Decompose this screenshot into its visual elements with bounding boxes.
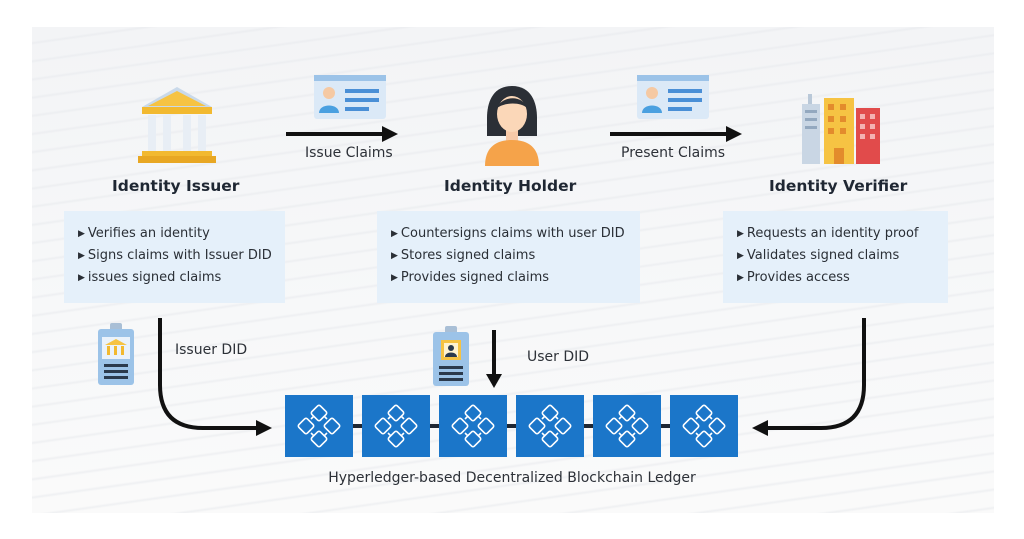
ledger-block (516, 395, 584, 457)
id-card-icon (637, 75, 709, 119)
block-connector (353, 424, 362, 428)
ledger-block (593, 395, 661, 457)
list-item: ▶Provides signed claims (391, 267, 640, 289)
issuer-info-box: ▶Verifies an identity ▶Signs claims with… (64, 211, 285, 303)
issue-claims-arrow (286, 126, 398, 142)
ledger-label: Hyperledger-based Decentralized Blockcha… (328, 470, 696, 486)
bullet-icon: ▶ (391, 273, 398, 283)
issuer-to-ledger-arrow (158, 318, 258, 430)
network-nodes-icon (593, 395, 661, 461)
ledger-block (285, 395, 353, 457)
block-connector (430, 424, 439, 428)
verifier-to-ledger-arrow (766, 318, 866, 430)
bullet-icon: ▶ (737, 251, 744, 261)
id-card-icon (314, 75, 386, 119)
block-connector (584, 424, 593, 428)
list-item: ▶Provides access (737, 267, 948, 289)
list-item: ▶Signs claims with Issuer DID (78, 245, 285, 267)
bullet-icon: ▶ (78, 273, 85, 283)
block-connector (661, 424, 670, 428)
issue-claims-label: Issue Claims (305, 145, 393, 161)
ledger-block (439, 395, 507, 457)
ledger-block (362, 395, 430, 457)
network-nodes-icon (439, 395, 507, 461)
holder-title: Identity Holder (444, 177, 577, 195)
bullet-icon: ▶ (78, 251, 85, 261)
ledger-block (670, 395, 738, 457)
block-connector (507, 424, 516, 428)
bullet-icon: ▶ (737, 229, 744, 239)
list-item: ▶Verifies an identity (78, 223, 285, 245)
verifier-title: Identity Verifier (769, 177, 908, 195)
present-claims-arrow (610, 126, 742, 142)
bullet-icon: ▶ (78, 229, 85, 239)
list-item: ▶Countersigns claims with user DID (391, 223, 640, 245)
woman-avatar-icon (485, 86, 539, 166)
bullet-icon: ▶ (391, 229, 398, 239)
bullet-icon: ▶ (737, 273, 744, 283)
arrow-head-icon (256, 420, 272, 436)
bank-building-icon (138, 87, 216, 163)
network-nodes-icon (516, 395, 584, 461)
list-item: ▶Validates signed claims (737, 245, 948, 267)
network-nodes-icon (670, 395, 738, 461)
list-item: ▶Requests an identity proof (737, 223, 948, 245)
bullet-icon: ▶ (391, 251, 398, 261)
present-claims-label: Present Claims (621, 145, 726, 161)
user-did-badge-icon (433, 326, 469, 386)
arrow-head-icon (486, 374, 502, 388)
user-did-label: User DID (527, 349, 590, 365)
list-item: ▶Stores signed claims (391, 245, 640, 267)
network-nodes-icon (362, 395, 430, 461)
list-item: ▶issues signed claims (78, 267, 285, 289)
network-nodes-icon (285, 395, 353, 461)
office-buildings-icon (802, 94, 880, 164)
issuer-title: Identity Issuer (112, 177, 240, 195)
issuer-did-label: Issuer DID (175, 342, 248, 358)
verifier-info-box: ▶Requests an identity proof ▶Validates s… (723, 211, 948, 303)
arrow-head-icon (752, 420, 768, 436)
holder-info-box: ▶Countersigns claims with user DID ▶Stor… (377, 211, 640, 303)
issuer-did-badge-icon (98, 323, 134, 385)
